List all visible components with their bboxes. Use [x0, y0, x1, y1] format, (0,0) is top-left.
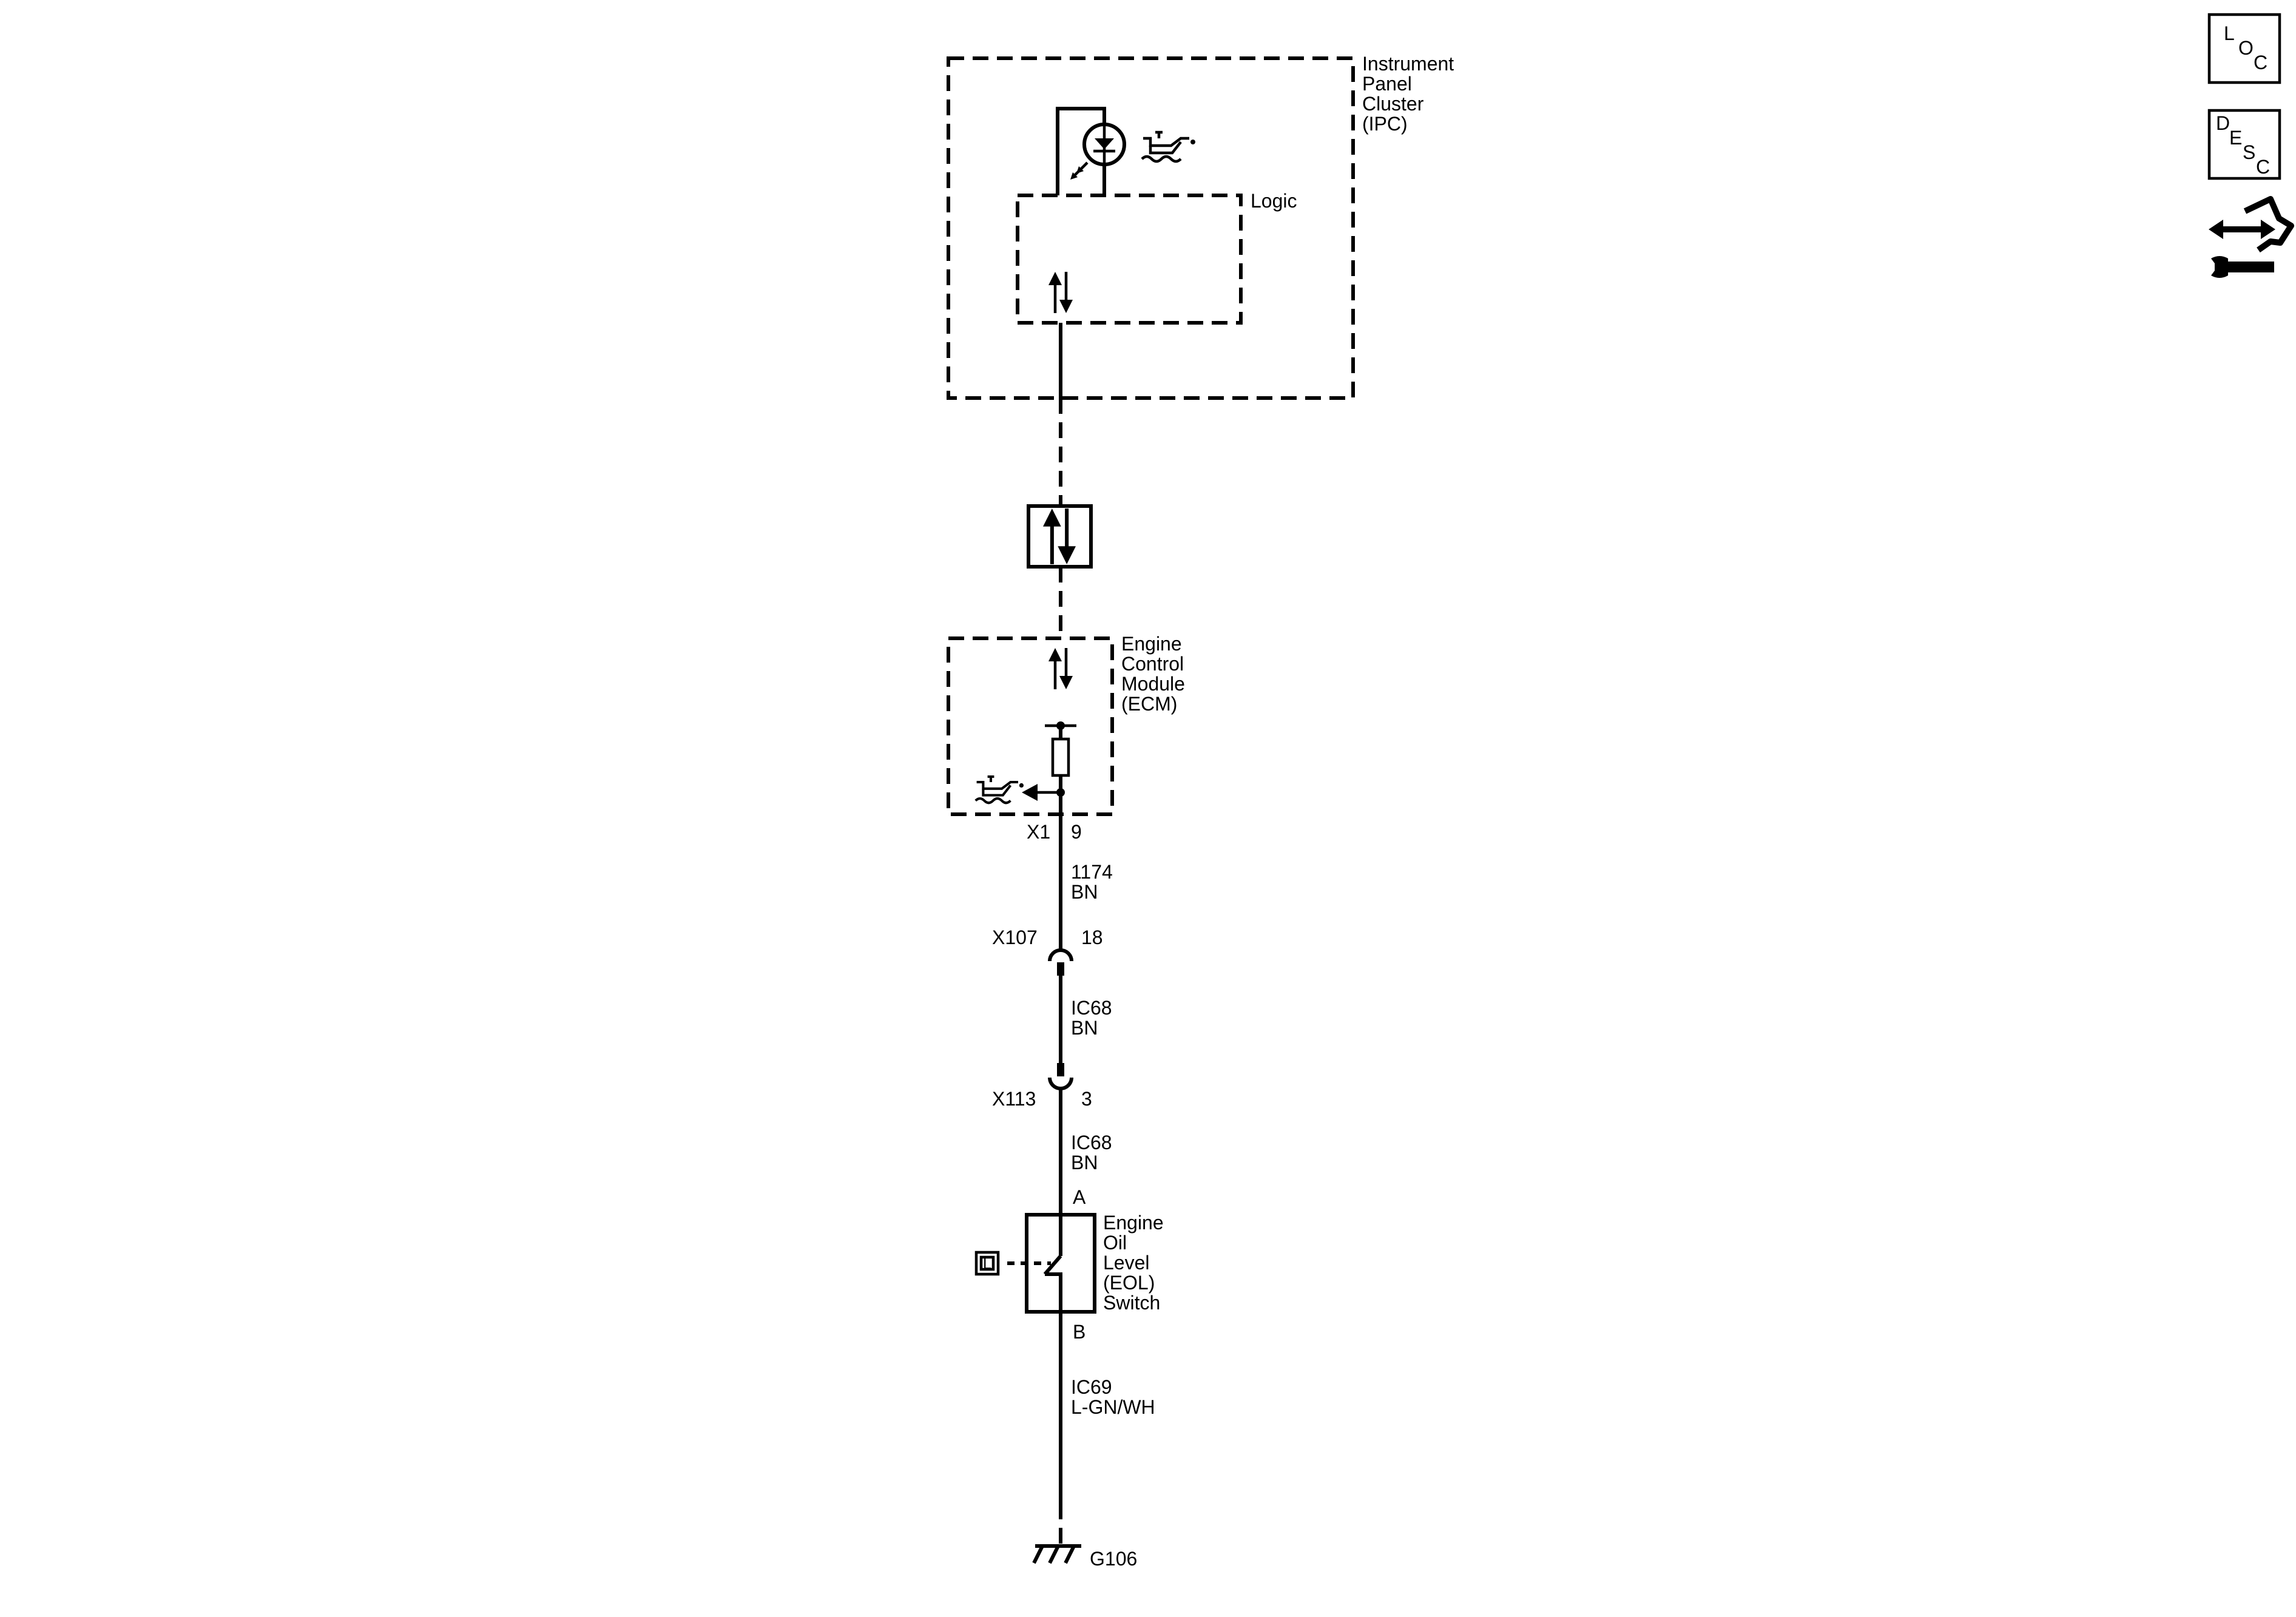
- oil-level-indicator-icon: [1056, 107, 1126, 195]
- circuit-1174-number: 1174: [1071, 861, 1113, 883]
- desc-button[interactable]: D E S C: [2207, 109, 2281, 180]
- engine-control-module[interactable]: Engine Control Module (ECM): [947, 633, 1185, 816]
- ic68-lower-number: IC68: [1071, 1132, 1112, 1153]
- ic68-upper-number: IC68: [1071, 997, 1112, 1019]
- ecm-label-line-3: Module: [1121, 673, 1185, 695]
- eol-label-line-3: Level: [1103, 1252, 1150, 1274]
- logic-label: Logic: [1251, 190, 1297, 212]
- ecm-label-line-2: Control: [1121, 653, 1184, 675]
- switch-pin-b: B: [1073, 1321, 1086, 1343]
- location-tag-icon[interactable]: L: [974, 1251, 1000, 1276]
- connector-x113[interactable]: X113 3: [992, 1063, 1092, 1110]
- ipc-label-line-2: Panel: [1362, 73, 1412, 95]
- pull-up-resistor: [1022, 721, 1076, 801]
- circuit-ic68-wire-lower[interactable]: IC68 BN: [1059, 1089, 1112, 1215]
- ic69-color: L-GN/WH: [1071, 1396, 1155, 1418]
- loc-letter-2: O: [2238, 37, 2254, 59]
- oil-can-icon: [1142, 132, 1195, 161]
- svg-text:L: L: [983, 1255, 991, 1272]
- x107-name: X107: [992, 927, 1038, 948]
- desc-letter-3: S: [2243, 141, 2255, 163]
- oil-can-icon: [976, 777, 1024, 803]
- serial-data-icon: [1048, 272, 1073, 313]
- x113-name: X113: [992, 1088, 1036, 1110]
- engine-oil-level-switch[interactable]: A B Engine Oil Level (EOL) Switch: [1007, 1186, 1164, 1343]
- ic69-number: IC69: [1071, 1376, 1112, 1398]
- ecm-connector-name: X1: [1027, 821, 1050, 843]
- ground-g106[interactable]: G106: [1032, 1544, 1137, 1570]
- ipc-label-line-1: Instrument: [1362, 53, 1454, 75]
- circuit-1174-color: BN: [1071, 881, 1098, 903]
- switch-pin-a: A: [1073, 1186, 1086, 1208]
- eol-label-line-1: Engine: [1103, 1212, 1164, 1234]
- ic68-upper-color: BN: [1071, 1017, 1098, 1039]
- desc-letter-2: E: [2229, 127, 2242, 149]
- serial-data-icon: [1048, 648, 1073, 689]
- ic68-lower-color: BN: [1071, 1152, 1098, 1173]
- connector-repair-icon[interactable]: [2209, 196, 2294, 278]
- ecm-connector-pin: 9: [1071, 821, 1082, 843]
- ecm-label-line-1: Engine: [1121, 633, 1182, 655]
- ipc-label-line-4: (IPC): [1362, 113, 1408, 135]
- ecm-label-line-4: (ECM): [1121, 693, 1177, 715]
- serial-data-icon: [1043, 508, 1076, 564]
- eol-label-line-2: Oil: [1103, 1232, 1127, 1254]
- x113-pin: 3: [1081, 1088, 1092, 1110]
- circuit-ic69-wire[interactable]: IC69 L-GN/WH: [1059, 1312, 1155, 1504]
- instrument-panel-cluster[interactable]: Instrument Panel Cluster (IPC): [947, 53, 1454, 400]
- circuit-ic68-wire-upper[interactable]: IC68 BN: [1059, 976, 1112, 1063]
- eol-label-line-4: (EOL): [1103, 1272, 1155, 1294]
- serial-data-bus-symbol[interactable]: [1027, 504, 1093, 569]
- ecm-boundary: [947, 636, 1114, 816]
- desc-letter-1: D: [2216, 112, 2230, 134]
- circuit-1174-wire[interactable]: 1174 BN: [1059, 792, 1113, 950]
- desc-letter-4: C: [2256, 156, 2270, 178]
- x107-pin: 18: [1081, 927, 1103, 948]
- loc-button[interactable]: L O C: [2207, 13, 2281, 84]
- ground-label: G106: [1090, 1548, 1137, 1570]
- loc-letter-1: L: [2224, 22, 2235, 44]
- connector-x107[interactable]: X107 18: [992, 927, 1103, 976]
- ipc-logic-block: Logic: [1016, 190, 1297, 325]
- loc-letter-3: C: [2254, 52, 2267, 73]
- eol-label-line-5: Switch: [1103, 1292, 1160, 1314]
- ipc-boundary: [947, 56, 1355, 400]
- ipc-label-line-3: Cluster: [1362, 93, 1424, 115]
